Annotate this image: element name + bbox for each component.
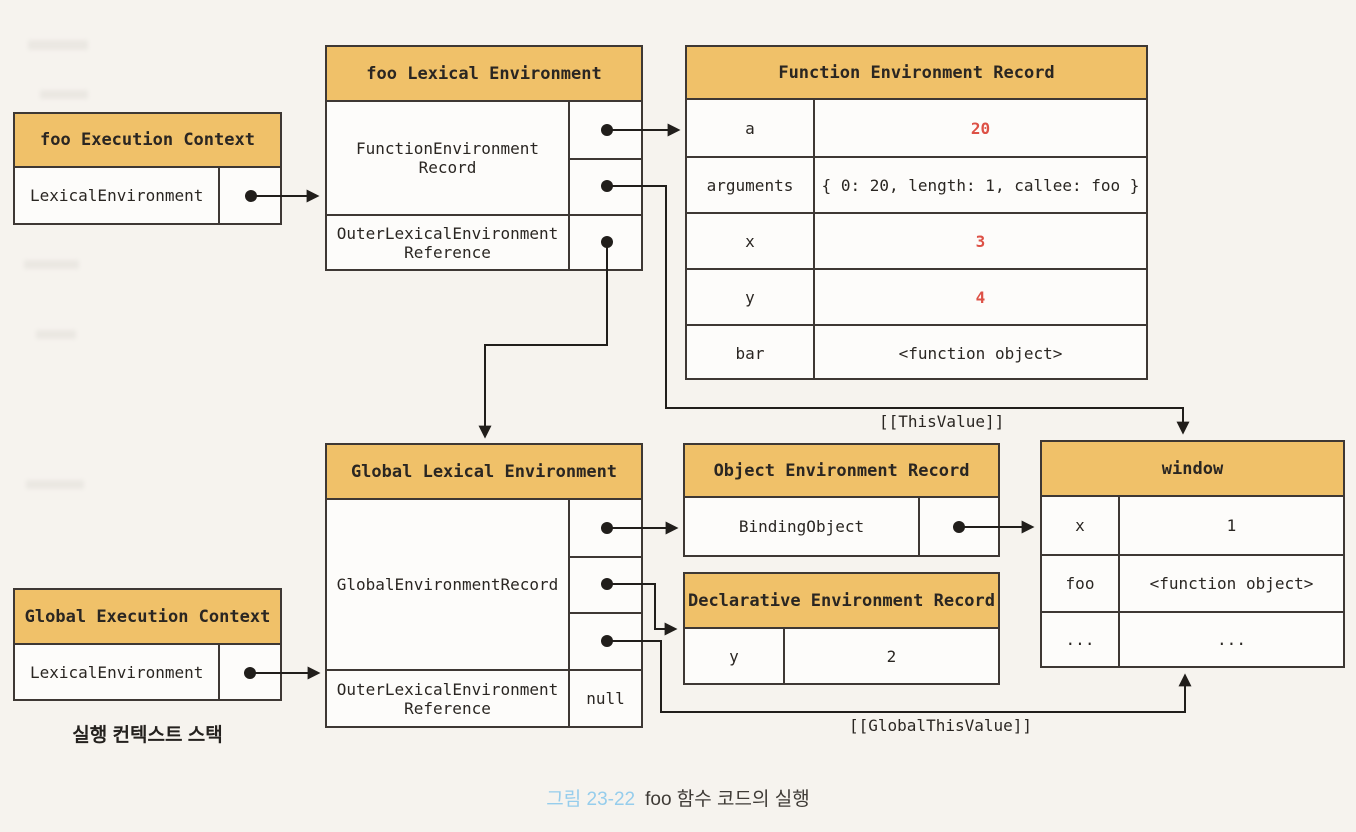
outer-lexical-environment-reference-slot: OuterLexicalEnvironment Reference — [336, 223, 559, 262]
function-environment-record-slot: FunctionEnvironment Record — [355, 139, 540, 177]
property-key: ... — [1065, 630, 1095, 649]
global-environment-record-slot: GlobalEnvironmentRecord — [336, 575, 559, 594]
table-row: bar <function object> — [687, 324, 1146, 380]
object-environment-record-title: Object Environment Record — [685, 445, 998, 498]
pointer-cell — [218, 645, 280, 699]
table-row: x 3 — [687, 212, 1146, 268]
figure-caption: 그림 23-22 foo 함수 코드의 실행 — [0, 784, 1356, 811]
declarative-environment-record-box: Declarative Environment Record y 2 — [683, 572, 1000, 685]
binding-value: 4 — [813, 270, 1146, 324]
lexical-environment-slot: LexicalEnvironment — [30, 662, 204, 682]
pointer-cell — [568, 216, 641, 269]
pointer-cell — [570, 556, 641, 612]
property-value: ... — [1118, 613, 1343, 666]
binding-value: 20 — [813, 100, 1146, 156]
global-execution-context-box: Global Execution Context LexicalEnvironm… — [13, 588, 282, 701]
binding-value: { 0: 20, length: 1, callee: foo } — [813, 158, 1146, 212]
pointer-cell — [918, 498, 998, 555]
pointer-cell — [570, 158, 641, 212]
binding-key: x — [745, 231, 755, 251]
table-row: ... ... — [1042, 611, 1343, 666]
binding-value: 2 — [783, 629, 998, 683]
binding-object-slot: BindingObject — [738, 517, 865, 536]
window-object-table: window x 1 foo <function object> ... ... — [1040, 440, 1345, 668]
binding-key: a — [745, 118, 755, 138]
binding-value: <function object> — [813, 326, 1146, 380]
global-execution-context-title: Global Execution Context — [15, 590, 280, 645]
execution-context-stack-label: 실행 컨텍스트 스택 — [72, 725, 223, 746]
global-lexical-environment-box: Global Lexical Environment GlobalEnviron… — [325, 443, 643, 728]
this-value-label: [[ThisValue]] — [879, 412, 1005, 431]
scan-artifact — [28, 40, 88, 50]
binding-key: y — [729, 646, 739, 666]
function-environment-record-title: Function Environment Record — [687, 47, 1146, 100]
foo-execution-context-box: foo Execution Context LexicalEnvironment — [13, 112, 282, 225]
scan-artifact — [40, 90, 88, 99]
global-this-value-label: [[GlobalThisValue]] — [849, 716, 1033, 735]
binding-key: arguments — [706, 175, 794, 195]
property-value: <function object> — [1118, 556, 1343, 611]
pointer-cell — [218, 168, 280, 223]
binding-value: 3 — [813, 214, 1146, 268]
arrow-outerref-to-globalle — [478, 242, 608, 439]
figure-title: foo 함수 코드의 실행 — [645, 789, 810, 810]
table-row: a 20 — [687, 100, 1146, 156]
property-key: foo — [1065, 574, 1095, 593]
foo-execution-context-title: foo Execution Context — [15, 114, 280, 168]
property-key: x — [1075, 516, 1085, 535]
declarative-environment-record-title: Declarative Environment Record — [685, 574, 998, 629]
table-row: y 2 — [685, 629, 998, 683]
function-environment-record-table: Function Environment Record a 20 argumen… — [685, 45, 1148, 380]
foo-lexical-environment-box: foo Lexical Environment FunctionEnvironm… — [325, 45, 643, 271]
binding-key: y — [745, 287, 755, 307]
object-environment-record-box: Object Environment Record BindingObject — [683, 443, 1000, 557]
pointer-cell — [570, 102, 641, 158]
scan-artifact — [26, 480, 84, 489]
global-lexical-environment-title: Global Lexical Environment — [327, 445, 641, 500]
foo-lexical-environment-title: foo Lexical Environment — [327, 47, 641, 102]
table-row: foo <function object> — [1042, 554, 1343, 611]
null-value: null — [568, 671, 641, 726]
lexical-environment-slot: LexicalEnvironment — [30, 186, 204, 205]
property-value: 1 — [1118, 497, 1343, 554]
binding-key: bar — [735, 343, 765, 363]
outer-lexical-environment-reference-slot: OuterLexicalEnvironment Reference — [336, 679, 559, 718]
scan-artifact — [36, 330, 76, 339]
pointer-cell — [570, 612, 641, 665]
figure-number: 그림 23-22 — [546, 789, 636, 810]
table-row: y 4 — [687, 268, 1146, 324]
window-object-title: window — [1042, 442, 1343, 497]
table-row: x 1 — [1042, 497, 1343, 554]
table-row: arguments { 0: 20, length: 1, callee: fo… — [687, 156, 1146, 212]
pointer-cell — [570, 500, 641, 556]
scan-artifact — [24, 260, 79, 269]
